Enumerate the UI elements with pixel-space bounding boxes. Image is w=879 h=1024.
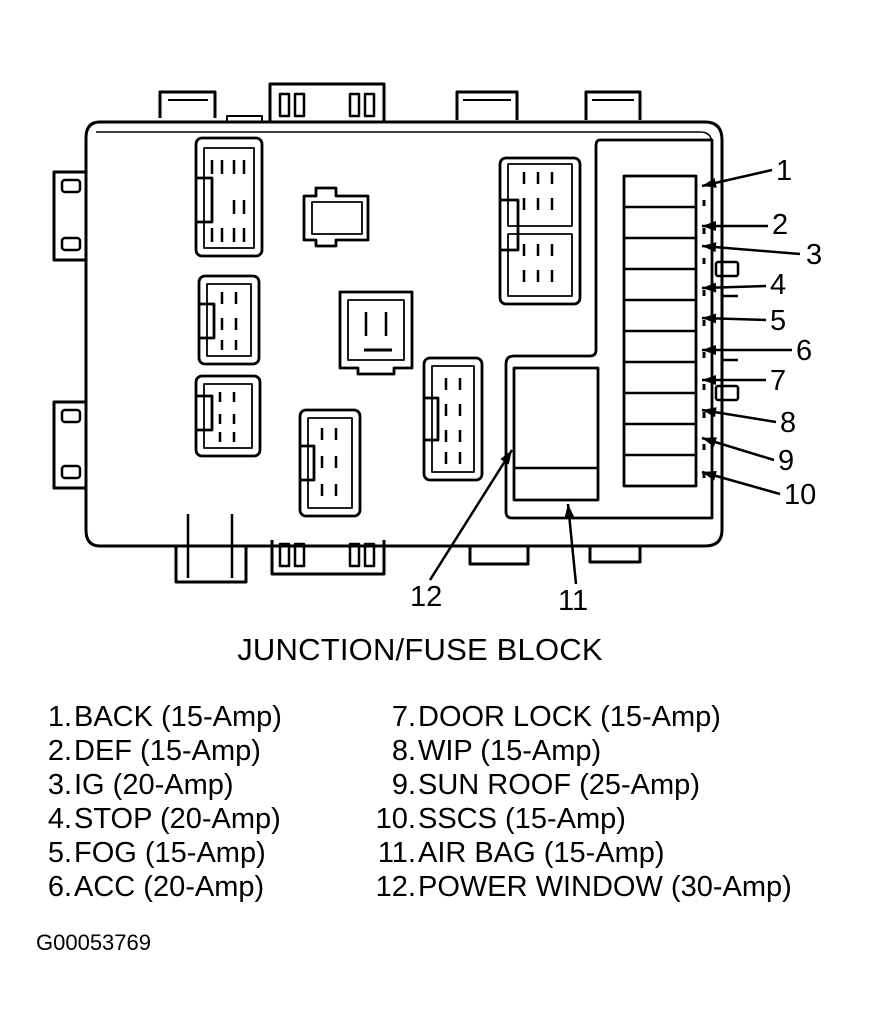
leader-line-3 (701, 244, 801, 256)
leader-lines (428, 168, 801, 585)
legend-item: 7.DOOR LOCK (15-Amp) (391, 701, 721, 733)
fuse-panel (504, 138, 740, 520)
callout-6: 6 (796, 335, 812, 367)
legend-item: 10.SSCS (15-Amp) (375, 803, 626, 835)
legend-item: 11.AIR BAG (15-Amp) (377, 837, 665, 869)
left-mounting-tabs (52, 170, 86, 490)
legend-item: 5.FOG (15-Amp) (47, 837, 266, 869)
bottom-connectors (174, 514, 642, 584)
legend-item: 3.IG (20-Amp) (47, 769, 234, 801)
callout-8: 8 (780, 407, 796, 439)
legend-left-column: 1.BACK (15-Amp) 2.DEF (15-Amp) 3.IG (20-… (36, 700, 282, 904)
callout-10: 10 (784, 479, 816, 511)
callout-7: 7 (770, 365, 786, 397)
legend-item: 8.WIP (15-Amp) (391, 735, 602, 767)
callout-2: 2 (772, 209, 788, 241)
arrowhead-6 (702, 345, 716, 355)
callout-11: 11 (558, 585, 588, 617)
arrowhead-2 (702, 221, 716, 231)
legend-item: 4.STOP (20-Amp) (47, 803, 281, 835)
callout-1: 1 (776, 155, 792, 187)
leader-arrowheads (500, 178, 717, 519)
junction-fuse-block-diagram: 1 2 3 4 5 6 7 8 9 10 11 12 (52, 82, 822, 617)
arrowhead-9 (702, 437, 717, 447)
diagram-caption: JUNCTION/FUSE BLOCK (237, 632, 603, 667)
leader-line-12 (428, 449, 514, 581)
callout-5: 5 (770, 305, 786, 337)
legend-item: 6.ACC (20-Amp) (47, 871, 265, 903)
arrowhead-11 (564, 504, 575, 519)
arrowhead-7 (702, 375, 716, 385)
legend-right-column: 7.DOOR LOCK (15-Amp) 8.WIP (15-Amp) 9.SU… (360, 700, 792, 904)
connector-sockets (194, 136, 582, 518)
figure-id: G00053769 (36, 930, 151, 955)
arrowhead-4 (702, 282, 717, 293)
arrowhead-10 (702, 470, 717, 481)
callout-numbers: 1 2 3 4 5 6 7 8 9 10 11 12 (410, 155, 822, 617)
callout-12: 12 (410, 581, 442, 613)
arrowhead-5 (702, 313, 717, 324)
legend-item: 12.POWER WINDOW (30-Amp) (375, 871, 792, 903)
legend-item: 9.SUN ROOF (25-Amp) (391, 769, 700, 801)
legend-item: 1.BACK (15-Amp) (47, 701, 282, 733)
arrowhead-3 (702, 242, 717, 253)
top-connectors (158, 82, 642, 122)
arrowhead-12 (500, 450, 512, 465)
callout-4: 4 (770, 269, 786, 301)
legend-item: 2.DEF (15-Amp) (47, 735, 261, 767)
arrowhead-8 (702, 407, 717, 418)
arrowhead-1 (702, 178, 717, 188)
callout-9: 9 (778, 445, 794, 477)
callout-3: 3 (806, 239, 822, 271)
housing-outline (84, 120, 724, 548)
